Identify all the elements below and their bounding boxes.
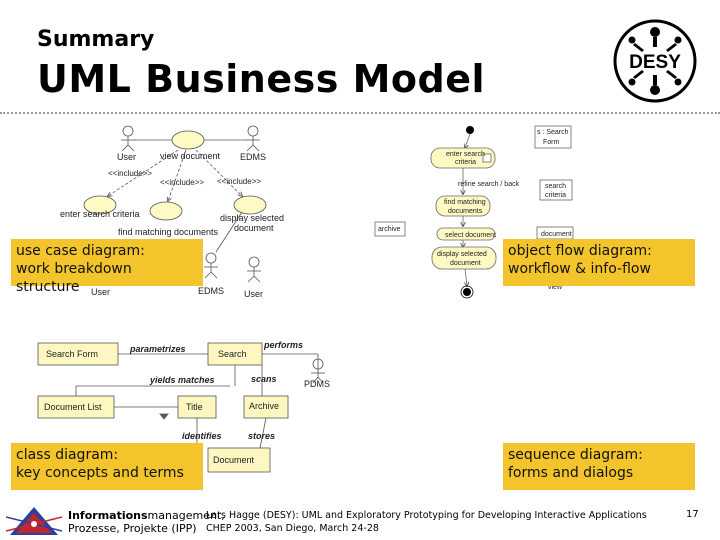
final-node [463,288,471,296]
actor-bottom-edms-figure [204,252,218,279]
uc-include-2: <<include>> [160,178,204,187]
uc-display-selected-1: display selected [220,213,284,223]
act-display-selected [431,246,497,270]
slide-supertitle: Summary [37,27,155,52]
label-use-case: use case diagram: work breakdown structu… [11,239,203,295]
of-find-matching-1: find matching [444,199,486,206]
of-refine: refine search / back [458,181,520,188]
cd-document-list: Document List [44,402,102,412]
uc-display-selected-2: document [234,223,274,233]
desy-logo: DESY [613,19,697,103]
uc-view-document: view document [160,151,221,161]
label-sequence-line2: forms and dialogs [508,465,634,481]
cite-line2: CHEP 2003, San Diego, March 24-28 [206,523,379,534]
cd-search: Search [218,349,247,359]
of-enter-search-1: enter search [446,151,485,158]
of-display-selected-2: document [450,260,481,267]
actor-pdms-figure [311,358,325,384]
label-use-case-line1: use case diagram: [16,243,145,259]
uc-include-1: <<include>> [108,169,152,178]
uc-actor-edms: EDMS [240,152,266,162]
of-archive: archive [378,226,401,233]
cd-identifies: identifies [182,431,222,441]
page-number: 17 [686,509,699,520]
footer-citation: Lars Hagge (DESY): UML and Exploratory P… [206,509,647,535]
cd-stores: stores [248,431,275,441]
use-case-diagram [83,125,267,283]
label-use-case-line2: work breakdown structure [16,261,132,295]
actor-bottom-user2-figure [247,256,261,283]
label-object-flow: object flow diagram: workflow & info-flo… [503,239,695,286]
label-object-flow-line1: object flow diagram: [508,243,652,259]
usecase-find-matching [149,201,183,221]
label-sequence: sequence diagram: forms and dialogs [503,443,695,490]
cd-yields-matches: yields matches [149,375,215,385]
class-document [207,447,271,473]
uc-enter-search: enter search criteria [60,209,140,219]
ipp-logo [6,507,62,535]
footer-organization: Informationsmanagement, Prozesse, Projek… [68,509,225,535]
of-find-matching-2: documents [448,208,483,215]
of-search-form-1: s : Search [537,129,569,136]
class-diagram [37,342,325,473]
cd-scans: scans [251,374,277,384]
obj-archive [374,221,406,237]
cd-document: Document [213,455,255,465]
object-flow-diagram [374,125,574,299]
actor-edms-figure [246,125,260,152]
uc-find-matching: find matching documents [118,227,219,237]
cd-search-form: Search Form [46,349,98,359]
cite-line1: Lars Hagge (DESY): UML and Exploratory P… [206,510,647,521]
cd-parametrizes: parametrizes [129,344,186,354]
uc-bottom-user2: User [244,289,263,299]
desy-logo-text: DESY [629,52,681,73]
usecase-display-selected [233,195,267,215]
of-display-selected-1: display selected [437,251,487,258]
label-class: class diagram: key concepts and terms [11,443,203,490]
uc-include-3: <<include>> [217,177,261,186]
obj-search-criteria [539,179,573,201]
of-document: document [541,231,572,238]
of-view: view [548,284,563,291]
usecase-view-document [171,130,205,150]
label-object-flow-line2: workflow & info-flow [508,261,651,277]
slide-title: UML Business Model [37,57,485,101]
label-class-line2: key concepts and terms [16,465,184,481]
act-select-document [436,227,496,241]
of-select-document: select document [445,232,496,239]
org-bold: Informations [68,509,148,522]
uc-actor-user: User [117,152,136,162]
dotted-divider [0,112,720,114]
actor-user-figure [121,125,135,152]
org-rest: management, [147,509,225,522]
cd-pdms: PDMS [304,379,330,389]
label-sequence-line1: sequence diagram: [508,447,643,463]
uc-bottom-edms: EDMS [198,286,224,296]
initial-node [466,126,474,134]
of-search-criteria-1: search [545,183,566,190]
obj-search-form [534,125,572,149]
cd-archive: Archive [249,401,279,411]
of-enter-search-2: criteria [455,159,476,166]
cd-performs: performs [263,340,303,350]
label-class-line1: class diagram: [16,447,119,463]
usecase-enter-search [83,195,117,215]
of-search-criteria-2: criteria [545,192,566,199]
uc-bottom-user: User [91,287,110,297]
cd-title: Title [186,402,203,412]
org-line2: Prozesse, Projekte (IPP) [68,522,197,535]
of-search-form-2: Form [543,139,560,146]
